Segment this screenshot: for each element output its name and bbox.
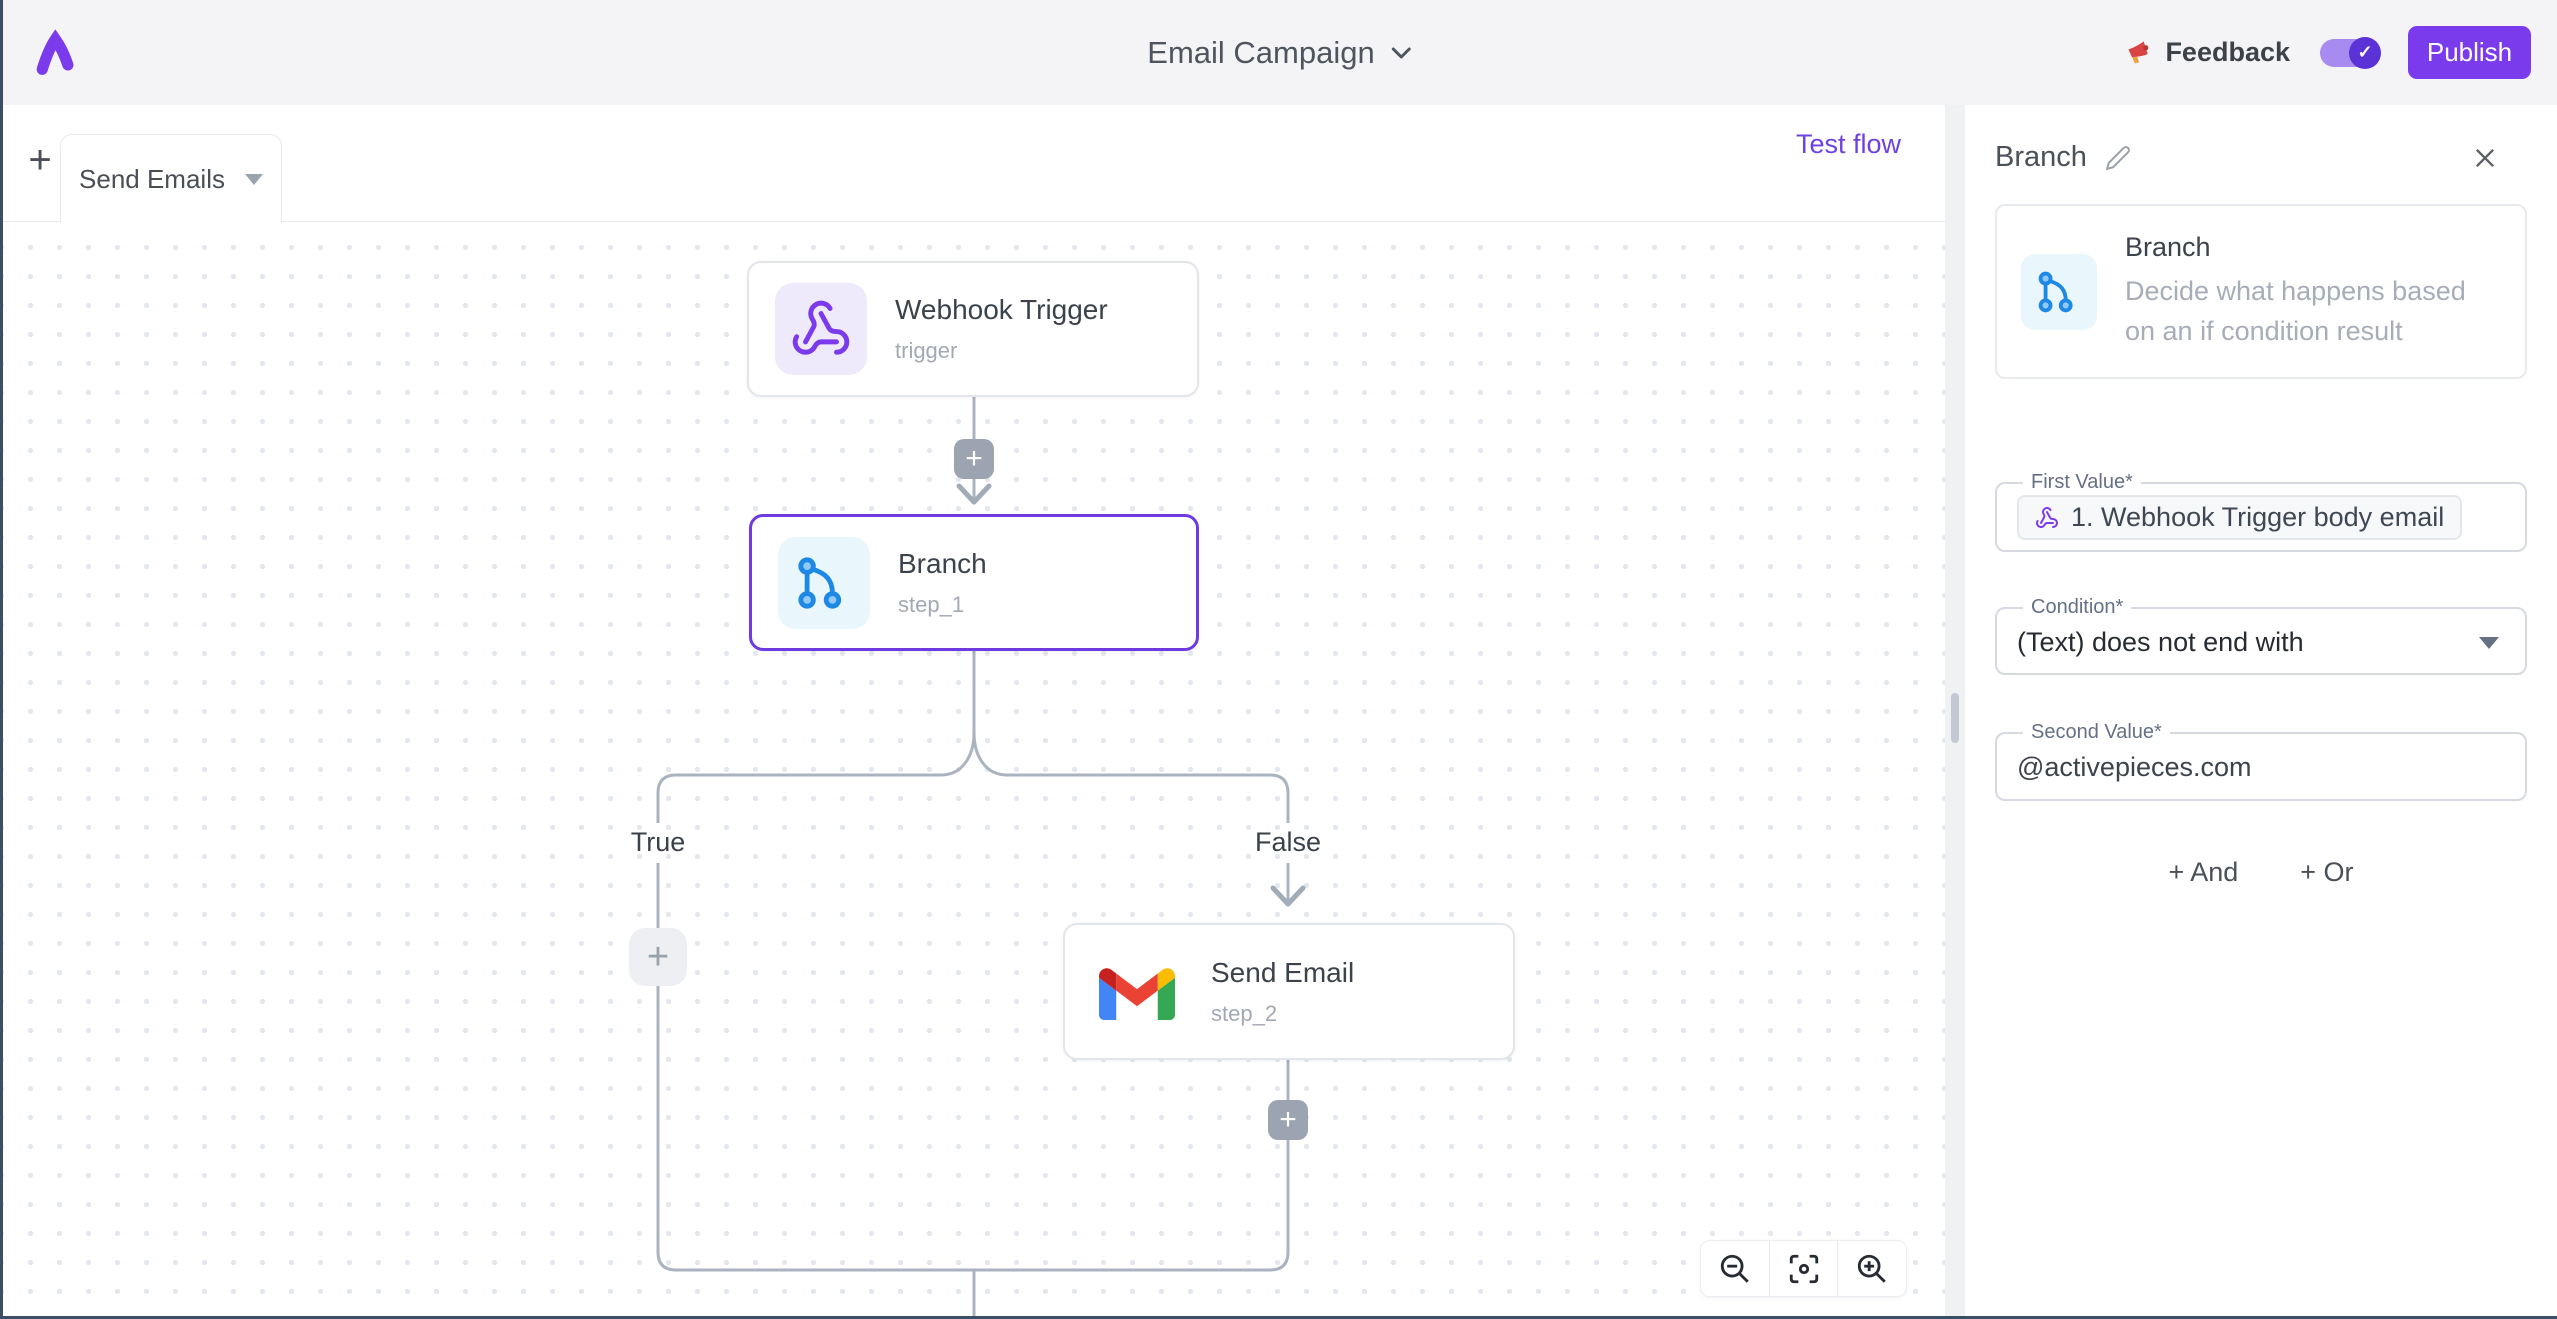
node-title: Webhook Trigger (895, 294, 1108, 325)
first-value-label: First Value* (2031, 471, 2133, 493)
close-icon (2476, 148, 2494, 167)
toggle-check-icon: ✓ (2349, 36, 2381, 69)
feedback-button[interactable]: Feedback (2125, 37, 2290, 68)
node-subtitle: step_2 (1211, 1000, 1278, 1026)
branch-true-label: True (630, 827, 686, 857)
pencil-icon (2105, 145, 2130, 170)
close-panel-button[interactable] (2471, 144, 2499, 172)
first-value-token[interactable]: 1. Webhook Trigger body email (2017, 495, 2463, 540)
zoom-out-button[interactable] (1701, 1241, 1770, 1296)
webhook-icon (2036, 506, 2058, 528)
branch-icon (778, 536, 870, 629)
add-or-button[interactable]: + Or (2300, 857, 2354, 887)
flow-title-dropdown[interactable]: Email Campaign (1147, 0, 1412, 105)
step-info-title: Branch (2125, 232, 2211, 262)
panel-resize-handle[interactable] (1951, 693, 1959, 743)
canvas-zoom-toolbar (1700, 1240, 1907, 1297)
second-value-field: Second Value* (1995, 721, 2527, 801)
flow-tab-send-emails[interactable]: Send Emails (60, 134, 282, 223)
fit-view-button[interactable] (1770, 1241, 1839, 1296)
condition-value: (Text) does not end with (2017, 627, 2304, 657)
feedback-label: Feedback (2165, 37, 2290, 67)
add-step-button[interactable]: + (954, 439, 994, 479)
page-title: Email Campaign (1147, 34, 1375, 70)
add-flow-button[interactable]: + (17, 137, 63, 183)
draft-toggle[interactable]: ✓ (2320, 36, 2381, 69)
node-subtitle: step_1 (898, 591, 965, 617)
node-send-email[interactable]: Send Email step_2 (1063, 923, 1515, 1060)
node-branch[interactable]: Branch step_1 (749, 514, 1199, 651)
zoom-in-button[interactable] (1838, 1241, 1906, 1296)
gmail-icon (1091, 946, 1183, 1038)
zoom-out-icon (1720, 1254, 1749, 1283)
node-title: Send Email (1211, 956, 1355, 988)
first-value-field: First Value* 1. Webhook Trigger body ema… (1995, 471, 2527, 552)
second-value-input[interactable] (2017, 752, 2505, 783)
node-title: Branch (898, 547, 987, 579)
fit-view-icon (1789, 1254, 1818, 1283)
tab-caret-icon (244, 173, 263, 185)
main-header: Email Campaign Feedback ✓ Publish (3, 0, 2557, 105)
step-info-card: Branch Decide what happens based on an i… (1995, 204, 2527, 379)
step-settings-panel: Branch (1965, 105, 2557, 1316)
add-step-button[interactable]: + (1268, 1100, 1308, 1140)
node-webhook-trigger[interactable]: Webhook Trigger trigger (747, 261, 1199, 397)
megaphone-icon (2128, 40, 2149, 63)
header-actions: Feedback ✓ Publish (2125, 0, 2531, 105)
zoom-in-icon (1858, 1254, 1886, 1283)
branch-false-label: False (1254, 827, 1322, 857)
test-flow-button[interactable]: Test flow (1795, 129, 1901, 159)
panel-header: Branch (1995, 141, 2527, 174)
publish-button[interactable]: Publish (2408, 26, 2531, 79)
add-and-button[interactable]: + And (2168, 857, 2239, 887)
panel-gutter (1945, 105, 1965, 1316)
node-subtitle: trigger (895, 338, 958, 363)
condition-label: Condition* (2031, 596, 2124, 618)
panel-title: Branch (1995, 141, 2087, 173)
condition-add-buttons: + And + Or (1995, 857, 2527, 888)
chevron-down-icon (1392, 47, 1412, 58)
flow-tab-label: Send Emails (79, 163, 225, 194)
webhook-icon (775, 283, 867, 375)
rename-step-button[interactable] (2105, 145, 2131, 171)
second-value-label: Second Value* (2031, 721, 2162, 743)
condition-field[interactable]: Condition* (Text) does not end with (1995, 596, 2527, 675)
add-action-true-button[interactable]: + (629, 928, 687, 986)
branch-icon (2021, 253, 2097, 330)
step-info-description: Decide what happens based on an if condi… (2125, 276, 2466, 346)
activepieces-logo-icon[interactable] (31, 28, 81, 78)
dropdown-caret-icon (2479, 636, 2499, 649)
flow-tab-bar: + Send Emails Test flow (3, 105, 1945, 223)
token-text: 1. Webhook Trigger body email (2071, 502, 2445, 532)
flow-canvas[interactable]: + Send Emails Test flow (3, 105, 1945, 1316)
